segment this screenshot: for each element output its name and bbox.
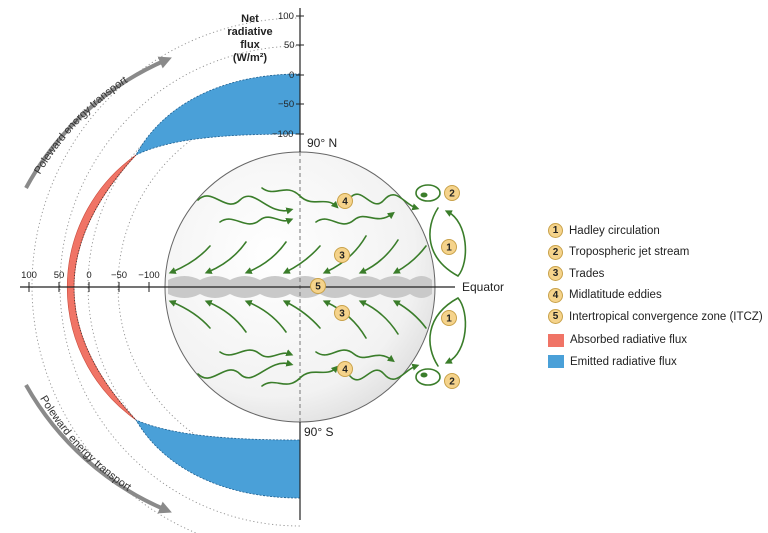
svg-text:1: 1 bbox=[446, 314, 452, 325]
hadley-cell-north bbox=[429, 207, 467, 278]
eddy-arrow bbox=[197, 195, 294, 215]
legend-label: Absorbed radiative flux bbox=[570, 334, 687, 347]
transport-label-south: Poleward energy transport bbox=[37, 394, 133, 494]
emitted-flux-band-north bbox=[135, 73, 301, 156]
emitted-swatch bbox=[548, 355, 564, 369]
legend-item-jet-stream: 2 Tropospheric jet stream bbox=[548, 242, 763, 264]
trade-arrow bbox=[204, 241, 247, 274]
legend-number-badge: 5 bbox=[548, 309, 563, 325]
eddy-arrow bbox=[315, 211, 395, 225]
marker-4-south: 4 bbox=[337, 361, 353, 377]
v-tick-50: 50 bbox=[284, 40, 295, 51]
svg-text:2: 2 bbox=[449, 377, 455, 388]
eddy-arrow bbox=[261, 365, 339, 387]
marker-5: 5 bbox=[310, 278, 326, 294]
svg-text:3: 3 bbox=[339, 251, 345, 262]
vertical-flux-axis: 100 50 0 −50 −100 Net radiative flux (W/… bbox=[227, 8, 304, 520]
legend-label: Tropospheric jet stream bbox=[569, 246, 690, 259]
trade-arrow bbox=[168, 245, 211, 274]
marker-1-south: 1 bbox=[441, 310, 457, 326]
legend: 1 Hadley circulation 2 Tropospheric jet … bbox=[548, 220, 763, 373]
v-tick-minus-100: −100 bbox=[272, 129, 293, 140]
eddy-arrow bbox=[349, 363, 420, 381]
svg-text:4: 4 bbox=[342, 365, 348, 376]
marker-3-north: 3 bbox=[334, 247, 350, 263]
axis-title-line-1: Net bbox=[241, 13, 259, 25]
eddy-arrow bbox=[261, 187, 339, 209]
h-tick-0: 0 bbox=[86, 270, 91, 281]
marker-2-north: 2 bbox=[444, 185, 460, 201]
legend-item-itcz: 5 Intertropical convergence zone (ITCZ) bbox=[548, 306, 763, 328]
legend-label: Trades bbox=[569, 267, 605, 280]
legend-label: Emitted radiative flux bbox=[570, 355, 677, 368]
trade-arrow bbox=[244, 300, 287, 333]
trade-arrow bbox=[282, 300, 321, 329]
trade-arrow bbox=[244, 241, 287, 274]
transport-label-north: Poleward energy transport bbox=[32, 74, 130, 176]
poleward-transport-arrow-north bbox=[24, 56, 172, 189]
axis-title-line-3: flux bbox=[240, 39, 260, 51]
trade-arrow bbox=[204, 300, 247, 333]
axis-unit: (W/m²) bbox=[233, 52, 268, 64]
legend-number-badge: 4 bbox=[548, 287, 563, 303]
v-tick-0: 0 bbox=[289, 70, 294, 81]
figure-markers: 2 1 4 3 5 3 4 1 2 bbox=[310, 185, 460, 389]
emitted-flux-band-south bbox=[135, 419, 301, 499]
eddy-arrow bbox=[219, 216, 294, 225]
legend-label: Intertropical convergence zone (ITCZ) bbox=[569, 310, 763, 323]
circulation-arrows bbox=[168, 184, 467, 387]
trade-arrow bbox=[322, 300, 367, 339]
absorbed-swatch bbox=[548, 333, 564, 347]
trade-arrow bbox=[358, 239, 399, 274]
eddy-arrow bbox=[349, 193, 420, 211]
svg-text:2: 2 bbox=[449, 189, 455, 200]
marker-4-north: 4 bbox=[337, 193, 353, 209]
trade-arrow bbox=[282, 245, 321, 274]
svg-text:3: 3 bbox=[339, 309, 345, 320]
h-tick-50: 50 bbox=[54, 270, 65, 281]
axis-title-line-2: radiative bbox=[227, 26, 272, 38]
svg-text:4: 4 bbox=[342, 197, 348, 208]
legend-item-emitted: Emitted radiative flux bbox=[548, 351, 763, 373]
legend-item-eddies: 4 Midlatitude eddies bbox=[548, 285, 763, 307]
hadley-cell-south bbox=[429, 296, 467, 367]
jet-stream-north bbox=[415, 184, 441, 202]
flux-profile-curve bbox=[73, 154, 137, 421]
marker-2-south: 2 bbox=[444, 373, 460, 389]
h-tick-100: 100 bbox=[21, 270, 37, 281]
v-tick-minus-50: −50 bbox=[278, 99, 294, 110]
eddy-arrow bbox=[219, 349, 294, 358]
legend-number-badge: 2 bbox=[548, 244, 563, 260]
legend-label: Hadley circulation bbox=[569, 224, 660, 237]
legend-item-trades: 3 Trades bbox=[548, 263, 763, 285]
v-tick-100: 100 bbox=[278, 11, 294, 22]
marker-1-north: 1 bbox=[441, 239, 457, 255]
trade-arrow bbox=[358, 300, 399, 335]
jet-stream-south bbox=[415, 368, 441, 386]
trade-arrow bbox=[392, 300, 427, 329]
poleward-transport-arrow-south bbox=[24, 384, 172, 514]
legend-item-hadley: 1 Hadley circulation bbox=[548, 220, 763, 242]
trade-arrow bbox=[168, 300, 211, 329]
legend-label: Midlatitude eddies bbox=[569, 289, 662, 302]
legend-item-absorbed: Absorbed radiative flux bbox=[548, 330, 763, 352]
h-tick-minus-100: −100 bbox=[138, 270, 159, 281]
legend-number-badge: 1 bbox=[548, 223, 563, 239]
h-tick-minus-50: −50 bbox=[111, 270, 127, 281]
svg-text:5: 5 bbox=[315, 282, 321, 293]
horizontal-flux-axis: 100 50 0 −50 −100 bbox=[20, 270, 455, 292]
legend-number-badge: 3 bbox=[548, 266, 563, 282]
marker-3-south: 3 bbox=[334, 305, 350, 321]
north-pole-label: 90° N bbox=[307, 136, 337, 150]
equator-label: Equator bbox=[462, 280, 504, 294]
trade-arrow bbox=[392, 245, 427, 274]
eddy-arrow bbox=[315, 349, 395, 363]
south-pole-label: 90° S bbox=[304, 425, 333, 439]
eddy-arrow bbox=[197, 359, 294, 379]
svg-text:1: 1 bbox=[446, 243, 452, 254]
